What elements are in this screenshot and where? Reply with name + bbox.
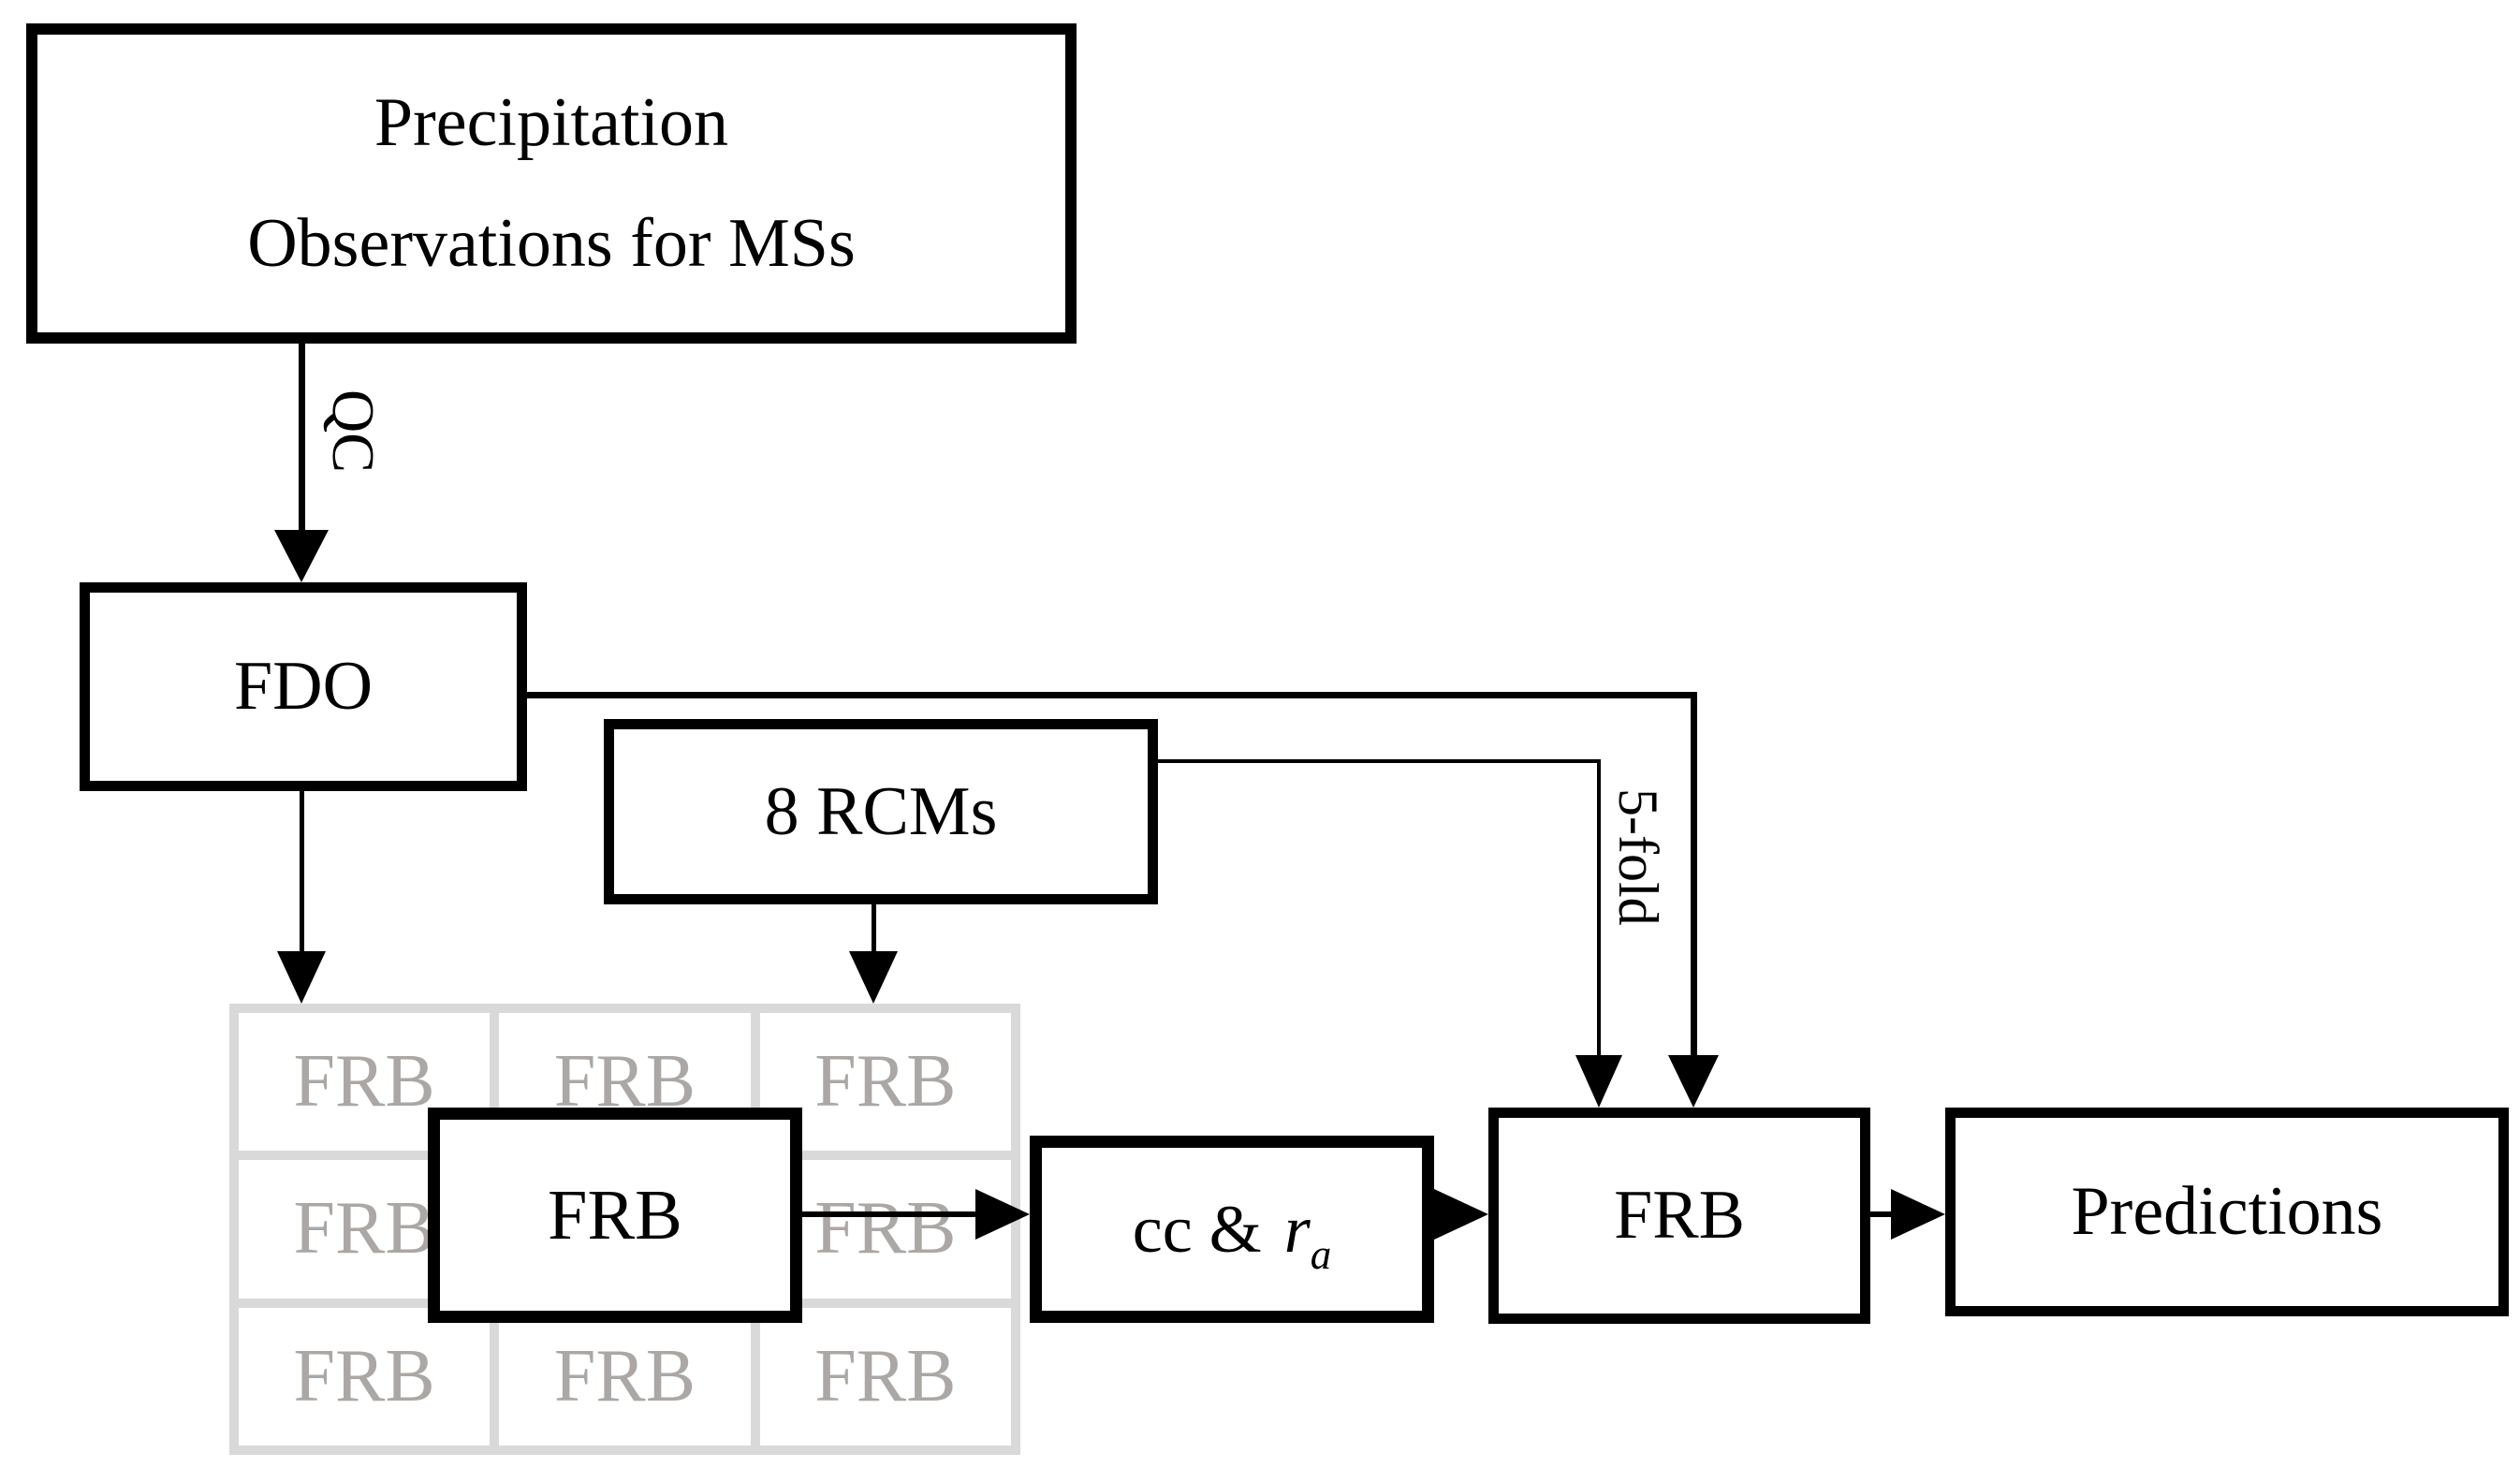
- qc-arrowhead-icon: [274, 530, 329, 582]
- precipitation-observations-line2: Observations for MSs: [247, 205, 856, 282]
- rcms-label: 8 RCMs: [764, 772, 998, 850]
- five-fold-label: 5-fold: [1607, 788, 1669, 926]
- frb-to-ccra-line: [802, 1211, 977, 1217]
- frb-cv-label: FRB: [1614, 1177, 1745, 1254]
- frb-to-ccra-arrowhead-icon: [975, 1189, 1030, 1240]
- qc-arrow-line: [299, 344, 305, 531]
- frb-cv-box: FRB: [1488, 1108, 1870, 1324]
- rcms-to-frb-arrowhead-icon: [1575, 1055, 1622, 1108]
- ccra-prefix: cc &: [1132, 1191, 1279, 1267]
- predictions-label: Predictions: [2071, 1173, 2383, 1250]
- frb-main-label: FRB: [548, 1175, 682, 1255]
- frb-main-box: FRB: [428, 1108, 802, 1323]
- precipitation-observations-box: Precipitation Observations for MSs: [26, 23, 1077, 344]
- qc-label: QC: [320, 389, 387, 473]
- predictions-box: Predictions: [1945, 1108, 2509, 1316]
- ccra-label: cc & ra: [1132, 1191, 1331, 1278]
- ccra-box: cc & ra: [1030, 1136, 1434, 1323]
- fdo-to-grid-line: [300, 791, 304, 951]
- ccra-subscript: a: [1310, 1230, 1332, 1278]
- rcms-to-frb-horizontal-line: [1158, 759, 1601, 763]
- fdo-to-frb-arrowhead-icon: [1668, 1055, 1719, 1108]
- frb-grid-cell: FRB: [239, 1013, 491, 1152]
- fdo-label: FDO: [233, 648, 374, 725]
- rcms-box: 8 RCMs: [604, 719, 1158, 904]
- frb-to-predictions-arrowhead-icon: [1891, 1189, 1945, 1240]
- rcms-to-grid-line: [872, 904, 876, 951]
- ccra-to-frb-arrowhead-icon: [1434, 1189, 1488, 1240]
- precipitation-observations-line1: Precipitation: [374, 84, 729, 161]
- frb-grid-cell: FRB: [759, 1307, 1011, 1446]
- rcms-to-grid-arrowhead-icon: [849, 951, 898, 1004]
- rcms-to-frb-vertical-line: [1597, 759, 1601, 1057]
- frb-grid-cell: FRB: [759, 1013, 1011, 1152]
- fdo-box: FDO: [80, 582, 527, 791]
- fdo-to-grid-arrowhead-icon: [277, 951, 326, 1004]
- fdo-to-frb-vertical-line: [1691, 692, 1697, 1057]
- fdo-to-frb-horizontal-line: [527, 692, 1697, 698]
- frb-to-predictions-line: [1870, 1211, 1893, 1217]
- ccra-variable: r: [1283, 1191, 1311, 1267]
- frb-grid-cell: FRB: [239, 1307, 491, 1446]
- frb-grid-cell: FRB: [499, 1307, 751, 1446]
